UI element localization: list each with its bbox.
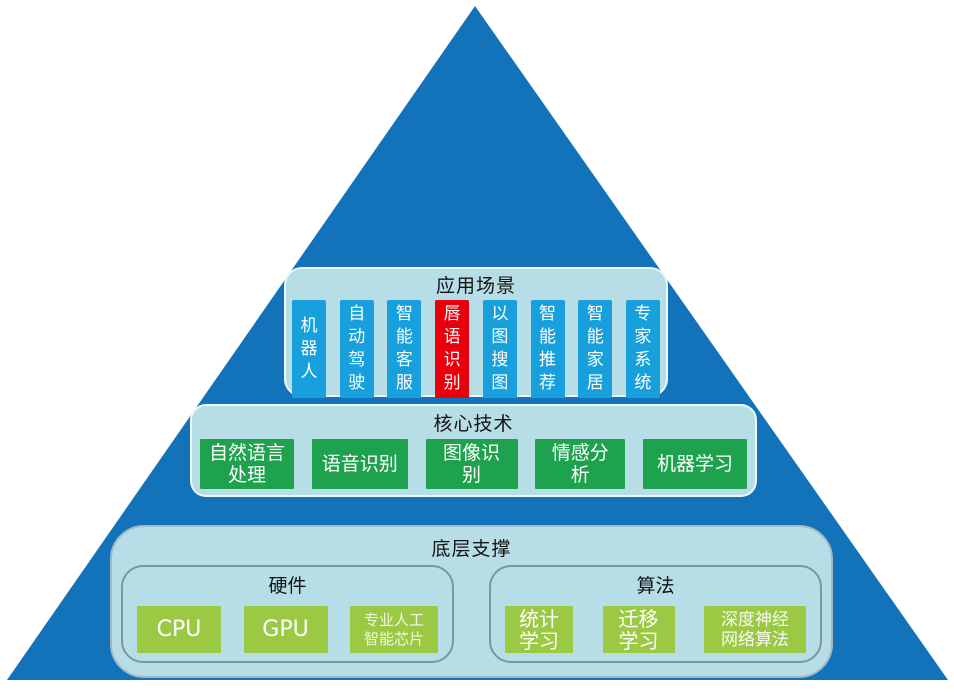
app-item-smart-home: 智能家居: [578, 300, 613, 398]
app-item-autonomous-driving-label: 自动驾驶: [348, 304, 366, 393]
core-tech-panel: 核心技术 自然语言 处理 语音识别 图像识 别 情感分 析 机器学习: [190, 404, 757, 497]
app-item-smart-recommendation-label: 智能推荐: [539, 304, 557, 393]
core-item-speech-recognition: 语音识别: [311, 439, 408, 489]
app-item-smart-customer-service: 智能客服: [387, 300, 422, 398]
hw-item-ai-chip-label: 专业人工 智能芯片: [363, 610, 424, 648]
app-item-expert-system-label: 专家系统: [634, 304, 652, 393]
algo-item-statistical-learning: 统计 学习: [505, 606, 573, 653]
core-item-nlp: 自然语言 处理: [200, 439, 294, 489]
foundation-panel: 底层支撑 硬件 CPU GPU 专业人工 智能芯片 算法 统计 学习 迁移 学习…: [110, 525, 833, 678]
app-item-lip-reading-label: 唇语识别: [443, 304, 461, 393]
algorithms-group: 算法 统计 学习 迁移 学习 深度神经 网络算法: [489, 565, 822, 663]
core-item-sentiment-analysis-label: 情感分 析: [551, 442, 609, 486]
app-item-autonomous-driving: 自动驾驶: [339, 300, 374, 398]
applications-row: 机器人 自动驾驶 智能客服 唇语识别 以图搜图 智能推荐 智能家居 专家系统: [286, 300, 666, 398]
app-item-smart-home-label: 智能家居: [586, 304, 604, 393]
core-item-image-recognition: 图像识 别: [425, 439, 518, 489]
core-item-speech-recognition-label: 语音识别: [321, 453, 398, 475]
applications-title: 应用场景: [435, 275, 516, 297]
algo-item-deep-neural-network-label: 深度神经 网络算法: [721, 609, 789, 650]
app-item-image-search: 以图搜图: [482, 300, 517, 398]
algo-item-deep-neural-network: 深度神经 网络算法: [704, 606, 806, 653]
foundation-groups: 硬件 CPU GPU 专业人工 智能芯片 算法 统计 学习 迁移 学习 深度神经…: [112, 565, 831, 663]
hw-item-cpu-label: CPU: [156, 617, 202, 642]
hw-item-gpu-label: GPU: [262, 617, 309, 642]
hw-item-gpu: GPU: [243, 606, 328, 653]
hardware-row: CPU GPU 专业人工 智能芯片: [123, 606, 452, 653]
core-item-sentiment-analysis: 情感分 析: [535, 439, 626, 489]
algo-item-transfer-learning-label: 迁移 学习: [618, 606, 659, 653]
app-item-robot: 机器人: [292, 300, 326, 398]
app-item-expert-system: 专家系统: [625, 300, 660, 398]
algorithms-title: 算法: [636, 575, 675, 597]
hardware-group: 硬件 CPU GPU 专业人工 智能芯片: [121, 565, 454, 663]
core-item-machine-learning: 机器学习: [643, 439, 747, 489]
algo-item-transfer-learning: 迁移 学习: [602, 606, 675, 653]
hw-item-ai-chip: 专业人工 智能芯片: [350, 606, 438, 653]
algo-item-statistical-learning-label: 统计 学习: [519, 606, 559, 653]
core-tech-row: 自然语言 处理 语音识别 图像识 别 情感分 析 机器学习: [192, 439, 755, 489]
algorithms-row: 统计 学习 迁移 学习 深度神经 网络算法: [491, 606, 820, 653]
core-tech-title: 核心技术: [433, 413, 514, 435]
app-item-smart-recommendation: 智能推荐: [530, 300, 565, 398]
foundation-title: 底层支撑: [431, 538, 512, 560]
core-item-machine-learning-label: 机器学习: [656, 453, 733, 475]
app-item-robot-label: 机器人: [300, 315, 318, 382]
core-item-nlp-label: 自然语言 处理: [208, 442, 285, 486]
hw-item-cpu: CPU: [137, 606, 221, 653]
app-item-image-search-label: 以图搜图: [491, 304, 509, 393]
core-item-image-recognition-label: 图像识 别: [442, 442, 500, 486]
hardware-title: 硬件: [268, 575, 307, 597]
app-item-smart-customer-service-label: 智能客服: [395, 304, 413, 393]
app-item-lip-reading: 唇语识别: [435, 300, 470, 398]
applications-panel: 应用场景 机器人 自动驾驶 智能客服 唇语识别 以图搜图 智能推荐 智能家居 专…: [284, 267, 668, 398]
